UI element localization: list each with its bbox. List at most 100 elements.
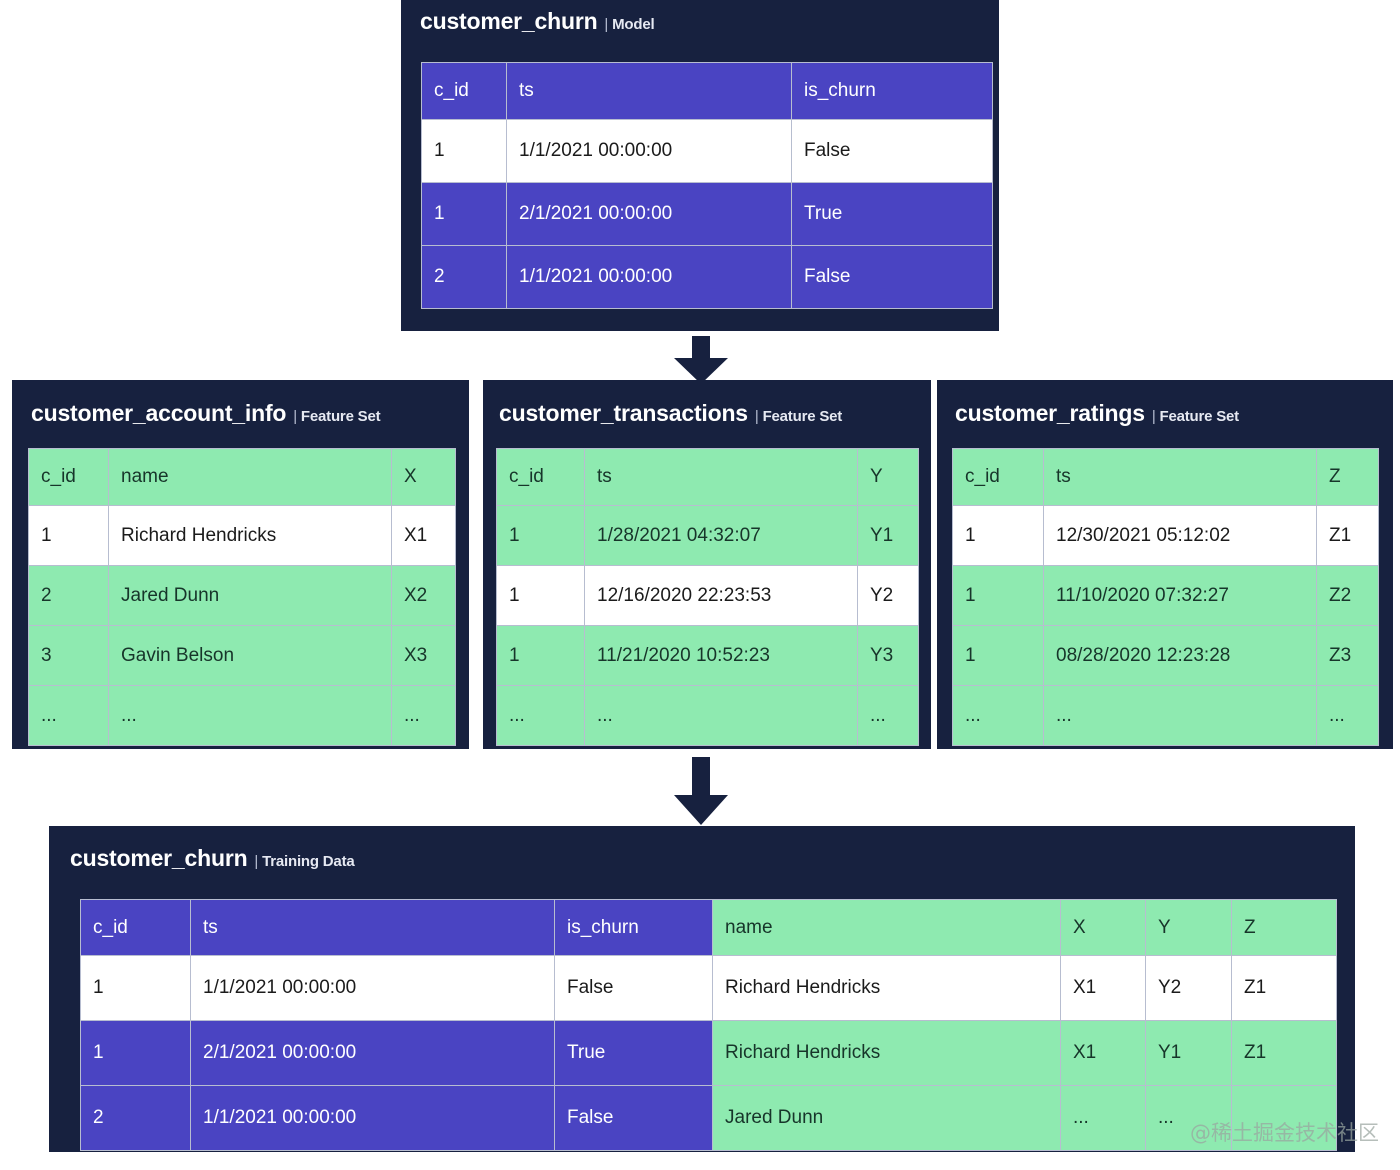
cell-y: Y1 (1145, 1020, 1232, 1086)
training-data-panel: customer_churn | Training Data c_id ts i… (49, 826, 1355, 1152)
table-header-row: c_id ts is_churn (421, 62, 993, 120)
cell-name: Richard Hendricks (712, 955, 1061, 1021)
column-header-ts: ts (190, 899, 555, 956)
feature-set-panel-customer-account-info: customer_account_info | Feature Set c_id… (12, 380, 469, 749)
cell-x: X2 (391, 565, 456, 626)
cell-ts: 1/1/2021 00:00:00 (190, 1085, 555, 1151)
feature-set-table-wrapper: c_id ts Z 1 12/30/2021 05:12:02 Z1 1 11/… (952, 448, 1379, 746)
cell-c-id: 1 (421, 182, 507, 246)
table-row: 3 Gavin Belson X3 (28, 625, 456, 686)
feature-set-kind-label: | Feature Set (755, 408, 842, 425)
feature-set-name: customer_account_info (31, 400, 287, 426)
cell-c-id: 1 (496, 505, 585, 566)
cell-ts: 08/28/2020 12:23:28 (1043, 625, 1317, 686)
title-separator: | (604, 16, 609, 33)
feature-set-kind-label: | Feature Set (293, 408, 380, 425)
cell-z: ... (1316, 685, 1379, 746)
table-row: 2 1/1/2021 00:00:00 False (421, 245, 993, 309)
table-row: 1 1/1/2021 00:00:00 False Richard Hendri… (80, 955, 1337, 1021)
column-header-c-id: c_id (28, 448, 109, 506)
column-header-ts: ts (506, 62, 792, 120)
training-table: c_id ts is_churn name X Y Z 1 1/1/2021 0… (80, 899, 1337, 1151)
cell-ts: 12/30/2021 05:12:02 (1043, 505, 1317, 566)
site-watermark: @稀土掘金技术社区 (1190, 1121, 1379, 1145)
column-header-y: Y (1145, 899, 1232, 956)
cell-y: Y2 (857, 565, 919, 626)
feature-set-title: customer_account_info | Feature Set (31, 400, 381, 427)
feature-set-title: customer_transactions | Feature Set (499, 400, 842, 427)
feature-set-panel-customer-ratings: customer_ratings | Feature Set c_id ts Z… (937, 380, 1393, 749)
cell-x: X1 (391, 505, 456, 566)
cell-ts: ... (1043, 685, 1317, 746)
table-row: 1 11/21/2020 10:52:23 Y3 (496, 625, 919, 686)
cell-z: Z3 (1316, 625, 1379, 686)
cell-z (1231, 1085, 1337, 1151)
model-table-name: customer_churn (420, 8, 598, 34)
cell-x: ... (1060, 1085, 1146, 1151)
table-row: 1 2/1/2021 00:00:00 True Richard Hendric… (80, 1020, 1337, 1086)
table-row: 2 1/1/2021 00:00:00 False Jared Dunn ...… (80, 1085, 1337, 1151)
column-header-c-id: c_id (80, 899, 191, 956)
table-row: 2 Jared Dunn X2 (28, 565, 456, 626)
cell-y: ... (1145, 1085, 1232, 1151)
cell-is-churn: False (554, 1085, 713, 1151)
cell-x: X3 (391, 625, 456, 686)
table-row: 1 08/28/2020 12:23:28 Z3 (952, 625, 1379, 686)
table-header-row: c_id ts Z (952, 448, 1379, 506)
table-row-ellipsis: ... ... ... (952, 685, 1379, 746)
cell-c-id: 1 (80, 955, 191, 1021)
column-header-c-id: c_id (952, 448, 1044, 506)
cell-is-churn: False (554, 955, 713, 1021)
column-header-ts: ts (1043, 448, 1317, 506)
feature-set-kind: Feature Set (300, 408, 381, 425)
cell-is-churn: True (791, 182, 993, 246)
column-header-is-churn: is_churn (791, 62, 993, 120)
cell-c-id: 2 (80, 1085, 191, 1151)
cell-y: Y3 (857, 625, 919, 686)
cell-c-id: 1 (80, 1020, 191, 1086)
title-separator: | (754, 408, 759, 425)
cell-ts: 1/1/2021 00:00:00 (190, 955, 555, 1021)
feature-set-name: customer_ratings (955, 400, 1145, 426)
column-header-c-id: c_id (496, 448, 585, 506)
cell-y: Y1 (857, 505, 919, 566)
title-separator: | (1151, 408, 1156, 425)
cell-z: Z1 (1231, 955, 1337, 1021)
column-header-x: X (1060, 899, 1146, 956)
table-row-ellipsis: ... ... ... (28, 685, 456, 746)
feature-set-kind: Feature Set (1159, 408, 1239, 425)
cell-name: Jared Dunn (108, 565, 392, 626)
table-row-ellipsis: ... ... ... (496, 685, 919, 746)
cell-c-id: 1 (952, 505, 1044, 566)
cell-x: X1 (1060, 1020, 1146, 1086)
cell-x: ... (391, 685, 456, 746)
table-row: 1 11/10/2020 07:32:27 Z2 (952, 565, 1379, 626)
column-header-x: X (391, 448, 456, 506)
training-table-kind: Training Data (262, 853, 355, 870)
cell-ts: 1/28/2021 04:32:07 (584, 505, 858, 566)
cell-name: Richard Hendricks (108, 505, 392, 566)
cell-z: Z1 (1231, 1020, 1337, 1086)
cell-y: Y2 (1145, 955, 1232, 1021)
table-header-row: c_id ts Y (496, 448, 919, 506)
feature-set-kind-label: | Feature Set (1152, 408, 1239, 425)
cell-ts: 11/10/2020 07:32:27 (1043, 565, 1317, 626)
cell-ts: ... (584, 685, 858, 746)
cell-ts: 11/21/2020 10:52:23 (584, 625, 858, 686)
column-header-ts: ts (584, 448, 858, 506)
cell-c-id: 1 (28, 505, 109, 566)
cell-c-id: 2 (28, 565, 109, 626)
feature-set-panel-customer-transactions: customer_transactions | Feature Set c_id… (483, 380, 931, 749)
column-header-y: Y (857, 448, 919, 506)
column-header-is-churn: is_churn (554, 899, 713, 956)
model-panel: customer_churn | Model c_id ts is_churn … (401, 0, 999, 331)
table-row: 1 1/28/2021 04:32:07 Y1 (496, 505, 919, 566)
feature-set-table: c_id name X 1 Richard Hendricks X1 2 Jar… (28, 448, 456, 746)
column-header-name: name (108, 448, 392, 506)
cell-name: Gavin Belson (108, 625, 392, 686)
cell-ts: 2/1/2021 00:00:00 (506, 182, 792, 246)
table-header-row: c_id ts is_churn name X Y Z (80, 899, 1337, 956)
cell-c-id: 1 (496, 565, 585, 626)
cell-ts: 2/1/2021 00:00:00 (190, 1020, 555, 1086)
title-separator: | (293, 408, 297, 425)
